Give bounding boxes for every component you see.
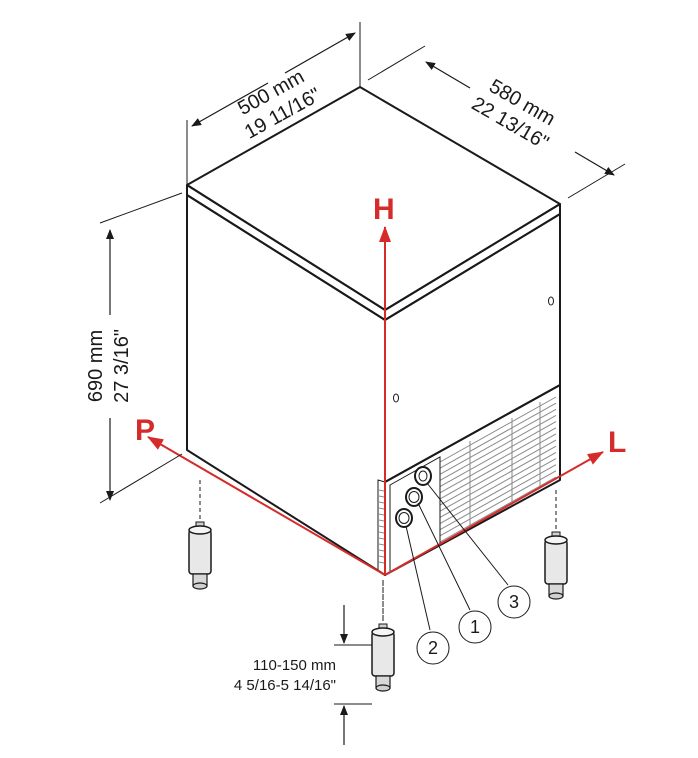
height-imperial: 27 3/16" — [111, 329, 133, 403]
callout-2: 2 — [416, 631, 450, 665]
height-metric: 690 mm — [85, 330, 107, 402]
svg-text:1: 1 — [470, 617, 480, 637]
cabinet-lower-panel — [384, 384, 561, 576]
axes: H P L — [135, 193, 626, 576]
cabinet-front-lower-strip — [377, 479, 386, 576]
callout-3: 3 — [497, 585, 531, 619]
axis-left — [147, 436, 386, 576]
svg-text:2: 2 — [428, 638, 438, 658]
feet-metric: 110-150 mm — [253, 657, 336, 674]
dimension-width: 500 mm 19 11/16" — [186, 22, 361, 185]
dimension-height: 690 mm 27 3/16" — [85, 192, 183, 504]
connector-3 — [414, 466, 432, 486]
axis-label-left: P — [135, 414, 155, 447]
feet-imperial: 4 5/16-5 14/16" — [234, 677, 336, 694]
axis-right — [384, 451, 604, 576]
cabinet-lid-side — [384, 203, 561, 321]
ventilation-grille — [378, 396, 557, 564]
dimension-feet: 110-150 mm 4 5/16-5 14/16" — [234, 605, 372, 745]
connector-2 — [395, 508, 413, 528]
screw-front — [393, 393, 399, 403]
callouts: 1 2 3 — [405, 482, 531, 665]
screw-side — [548, 296, 554, 306]
connector-1 — [405, 487, 423, 507]
dimension-depth: 580 mm 22 13/16" — [367, 45, 626, 199]
cabinet-lid-front — [186, 184, 386, 321]
axis-label-height: H — [373, 193, 395, 226]
axis-label-right: L — [608, 426, 626, 459]
cabinet — [186, 86, 561, 576]
cabinet-side-face — [384, 213, 561, 483]
feet — [188, 480, 568, 692]
foot-front — [371, 582, 395, 692]
foot-left — [188, 480, 212, 590]
svg-text:3: 3 — [509, 592, 519, 612]
foot-right — [544, 490, 568, 600]
callout-1: 1 — [458, 610, 492, 644]
